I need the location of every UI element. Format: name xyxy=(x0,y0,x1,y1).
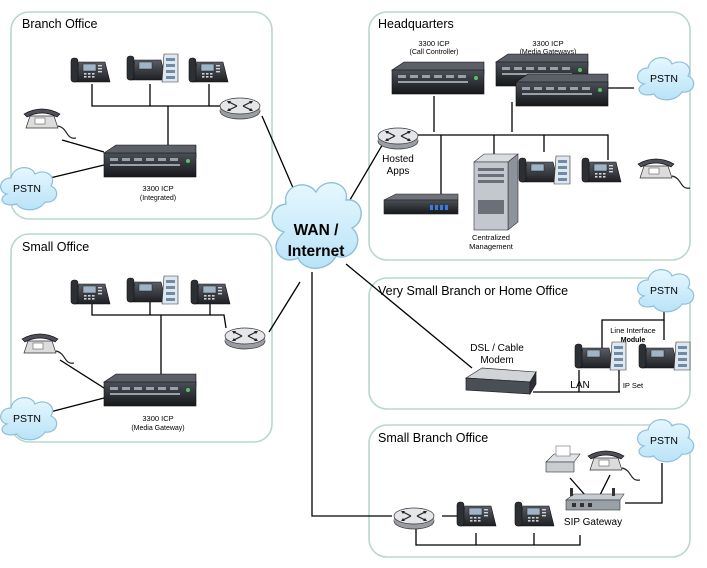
router-icon xyxy=(219,97,261,120)
hq-icp2-sublabel: (Media Gateways) xyxy=(520,49,577,56)
dsl-label-2: Modem xyxy=(480,355,513,366)
pstn-label: PSTN xyxy=(650,435,678,447)
icp-controller-icon xyxy=(103,144,197,178)
pstn-cloud: PSTN xyxy=(637,269,695,313)
lan-label: LAN xyxy=(570,380,589,391)
icp-media-gateway-icon xyxy=(515,73,609,107)
pstn-label: PSTN xyxy=(650,285,678,297)
router-icon xyxy=(377,127,419,150)
pstn-label: PSTN xyxy=(13,183,41,195)
ip-set-label: IP Set xyxy=(623,381,644,390)
pstn-cloud: PSTN xyxy=(0,397,58,441)
pstn-cloud: PSTN xyxy=(0,167,58,211)
pstn-cloud: PSTN xyxy=(637,419,695,463)
module-label: Module xyxy=(621,337,646,344)
sip-gateway-label: SIP Gateway xyxy=(564,517,622,528)
hq-icp1-label: 3300 ICP xyxy=(418,39,449,48)
wan-label-line1: WAN / xyxy=(294,222,339,239)
pstn-label: PSTN xyxy=(13,413,41,425)
wan-internet-cloud: WAN / Internet xyxy=(271,182,362,269)
line-interface-label: Line Interface xyxy=(610,326,655,335)
hq-icp1-sublabel: (Call Controller) xyxy=(409,49,458,56)
sip-gateway-icon xyxy=(565,488,625,511)
dsl-modem-icon xyxy=(464,367,537,396)
fax-machine-icon xyxy=(545,445,581,473)
router-icon xyxy=(393,507,435,530)
branch-icp-label: 3300 ICP xyxy=(142,184,173,193)
centralized-label-2: Management xyxy=(469,242,514,251)
small-icp-label: 3300 ICP xyxy=(142,414,173,423)
small-icp-sublabel: (Media Gateway) xyxy=(131,425,184,432)
server-appliance-icon xyxy=(383,193,459,215)
hq-icp2-label: 3300 ICP xyxy=(532,39,563,48)
hosted-apps-label-1: Hosted xyxy=(382,154,414,165)
server-tower-icon xyxy=(473,153,519,231)
connection-lines xyxy=(49,84,665,546)
title-very-small-branch: Very Small Branch or Home Office xyxy=(378,284,568,298)
title-branch-office: Branch Office xyxy=(22,17,98,31)
icp-media-gateway-icon xyxy=(103,373,197,407)
title-small-branch-office: Small Branch Office xyxy=(378,431,488,445)
router-icon xyxy=(224,327,266,350)
hosted-apps-label-2: Apps xyxy=(387,166,410,177)
pstn-cloud: PSTN xyxy=(637,57,695,101)
dsl-label-1: DSL / Cable xyxy=(470,343,524,354)
branch-icp-sublabel: (Integrated) xyxy=(140,195,176,202)
pstn-label: PSTN xyxy=(650,73,678,85)
wan-label-line2: Internet xyxy=(288,243,345,260)
title-headquarters: Headquarters xyxy=(378,17,454,31)
centralized-label-1: Centralized xyxy=(472,233,510,242)
icp-call-controller-icon xyxy=(391,61,485,95)
title-small-office: Small Office xyxy=(22,240,89,254)
